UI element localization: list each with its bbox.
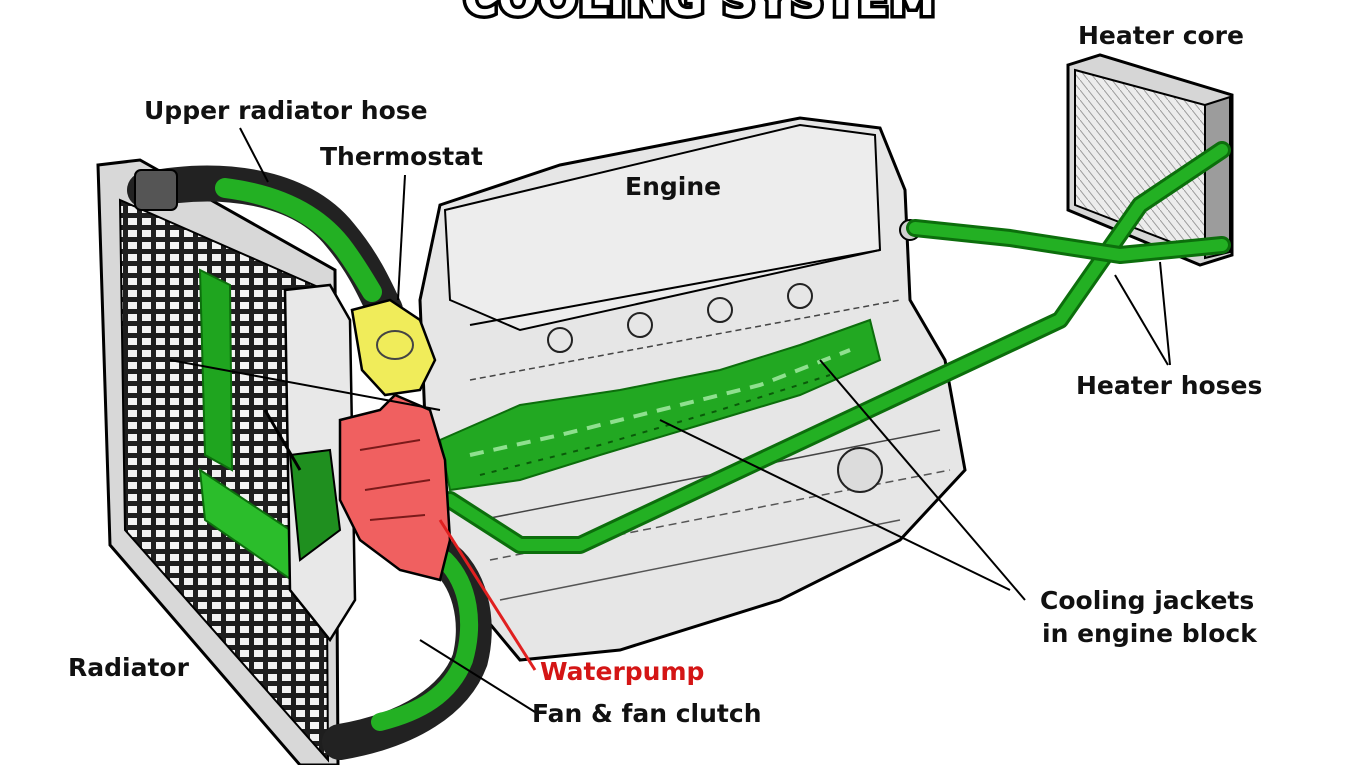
cooling-jackets <box>438 318 882 492</box>
label-engine: Engine <box>625 172 722 201</box>
leader-lines <box>169 127 1171 713</box>
fan-and-clutch <box>263 283 357 643</box>
label-waterpump: Waterpump <box>540 657 705 686</box>
label-upper-radiator-hose: Upper radiator hose <box>144 96 428 125</box>
heater-hoses <box>441 141 1231 554</box>
heater-core <box>1066 53 1234 267</box>
waterpump-leader-line <box>438 519 537 671</box>
thermostat <box>350 298 437 397</box>
label-thermostat: Thermostat <box>320 142 484 171</box>
label-fan-clutch: Fan & fan clutch <box>532 699 762 728</box>
label-cooling-jackets-line1: Cooling jackets <box>1040 586 1255 615</box>
label-heater-hoses: Heater hoses <box>1076 371 1263 400</box>
label-radiator: Radiator <box>68 653 189 682</box>
upper-radiator-hose <box>127 165 403 328</box>
label-cooling-jackets-line2: in engine block <box>1042 619 1257 648</box>
diagram-title: COOLING SYSTEM <box>440 0 960 30</box>
radiator <box>96 158 340 765</box>
lower-radiator-hose <box>322 537 492 760</box>
waterpump <box>338 393 452 582</box>
label-heater-core: Heater core <box>1078 21 1244 50</box>
